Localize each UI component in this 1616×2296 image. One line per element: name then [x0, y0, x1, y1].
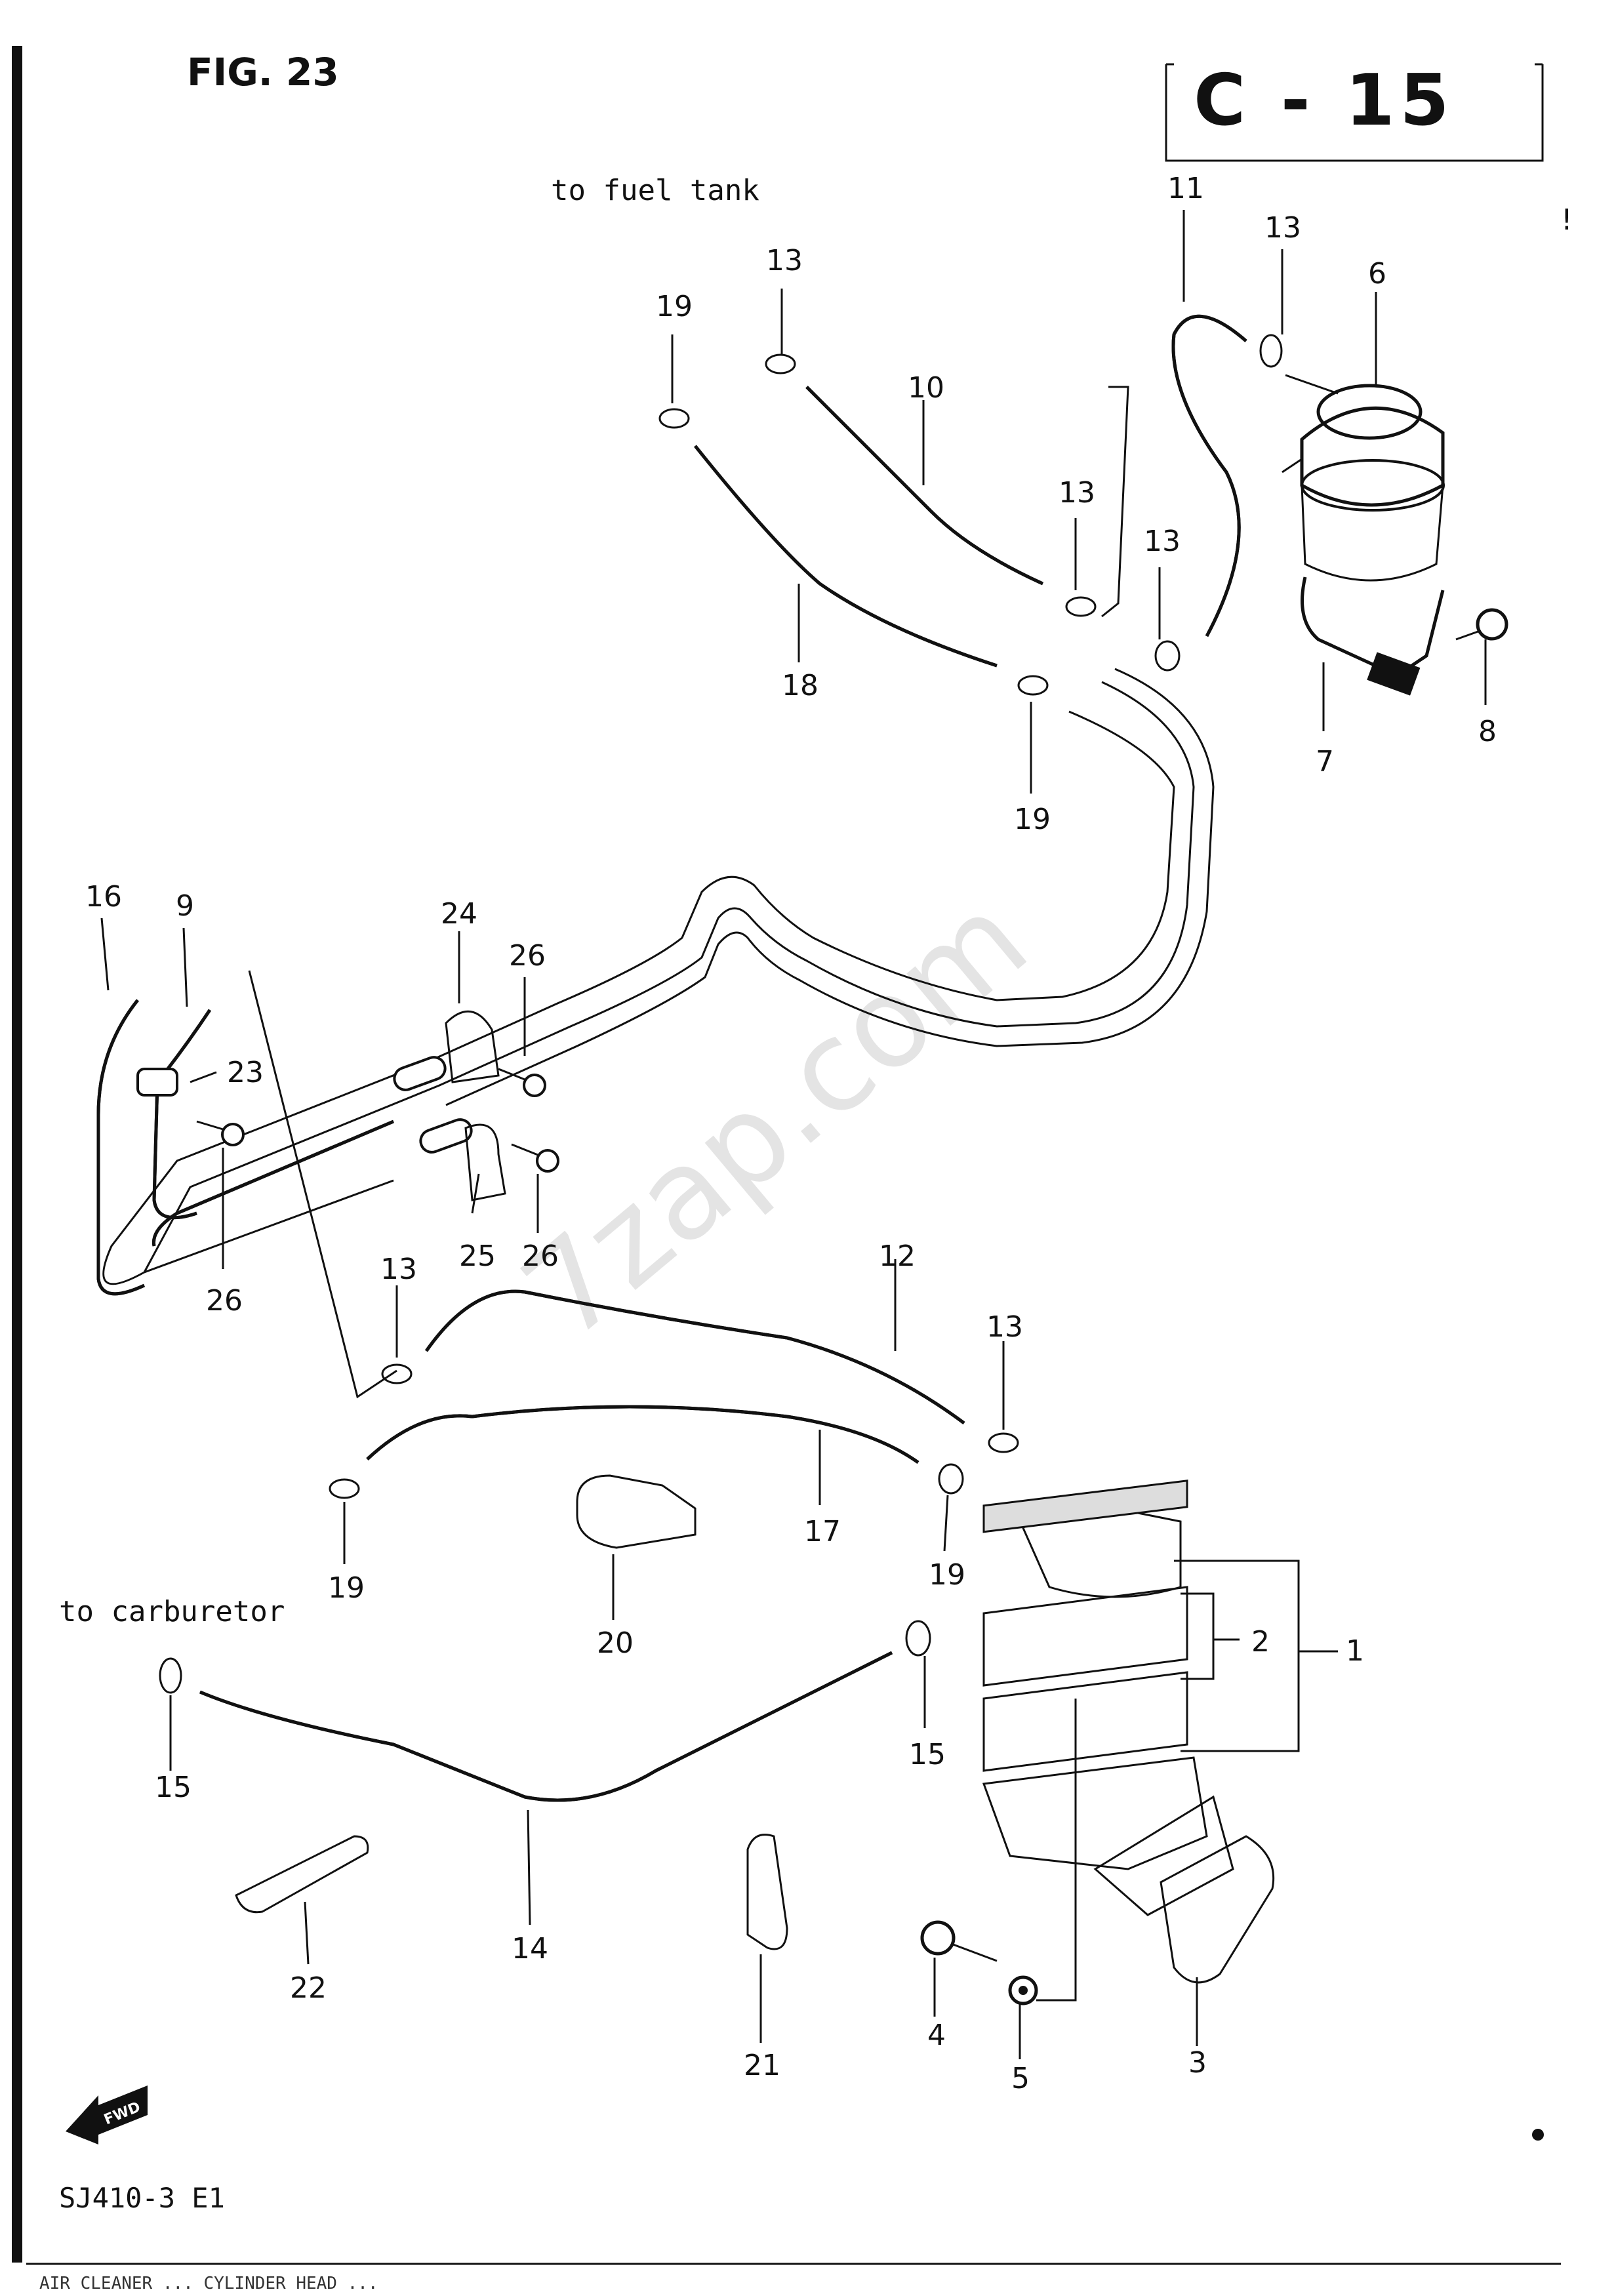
bolt-26-a — [498, 1068, 546, 1097]
callout-15-a: 15 — [155, 1771, 192, 1804]
pump-gasket-3 — [1160, 1835, 1275, 1984]
clamp-15-a — [159, 1657, 182, 1694]
callout-13-a: 13 — [766, 244, 803, 277]
callout-26-a: 26 — [206, 1284, 243, 1318]
callout-9: 9 — [176, 889, 194, 923]
model-code: SJ410-3 E1 — [59, 2182, 225, 2214]
callout-1: 1 — [1346, 1634, 1364, 1668]
callout-19-d: 19 — [929, 1558, 965, 1592]
bottom-dot — [1532, 2129, 1544, 2141]
callout-16: 16 — [85, 880, 122, 914]
callout-13-f: 13 — [986, 1310, 1023, 1344]
callout-22: 22 — [290, 1971, 327, 2005]
callout-20: 20 — [597, 1626, 634, 1660]
clip-20 — [576, 1474, 697, 1549]
clamp-13-e — [381, 1363, 413, 1384]
hose-16 — [96, 999, 146, 1296]
clamp-15-b — [905, 1620, 931, 1657]
figure-label: FIG. 23 — [187, 50, 339, 94]
clip-21 — [746, 1834, 788, 1950]
callout-18: 18 — [782, 669, 818, 702]
callout-26-c: 26 — [522, 1239, 559, 1273]
section-code-box: C - 15 — [1165, 60, 1544, 162]
pipe-clamp-25 — [464, 1123, 506, 1201]
callout-25: 25 — [459, 1239, 496, 1273]
callout-2: 2 — [1251, 1625, 1270, 1659]
callout-19-c: 19 — [328, 1571, 365, 1605]
hose-18 — [694, 445, 998, 668]
note-to-carburetor: to carburetor — [59, 1595, 285, 1628]
note-to-fuel-tank: to fuel tank — [551, 174, 759, 207]
hose-10 — [805, 386, 1044, 586]
clamp-13-a — [765, 353, 796, 374]
forward-arrow-icon: FWD — [66, 2085, 148, 2145]
leader-lines — [100, 210, 1487, 2059]
callout-5: 5 — [1011, 2062, 1030, 2095]
pipe-clamp-24 — [445, 1010, 500, 1083]
callout-26-b: 26 — [509, 939, 546, 973]
bottom-strip-text: AIR CLEANER ... CYLINDER HEAD ... — [39, 2274, 378, 2293]
callouts: 1 2 3 4 5 6 7 8 9 10 11 12 13 13 13 13 1… — [85, 172, 1497, 2095]
clamp-13-d — [1154, 640, 1181, 672]
callout-24: 24 — [441, 897, 477, 931]
callout-17: 17 — [804, 1515, 841, 1548]
clamp-19-b — [1017, 675, 1049, 696]
clip-23 — [136, 1068, 178, 1097]
callout-4: 4 — [927, 2019, 946, 2052]
fuel-pump — [982, 1480, 1234, 1916]
callout-13-e: 13 — [380, 1253, 417, 1286]
bolt-26-c — [196, 1120, 245, 1146]
callout-6: 6 — [1368, 257, 1386, 291]
hose-14 — [199, 1651, 893, 1802]
pump-bolt-4 — [920, 1920, 998, 1962]
clamp-13-f — [988, 1432, 1019, 1453]
clamp-13-b — [1259, 334, 1283, 368]
hose-12 — [424, 1289, 965, 1425]
washer-5 — [1008, 1975, 1038, 2005]
section-code: C - 15 — [1194, 60, 1455, 142]
fuel-pipe-assembly — [102, 668, 1215, 1285]
left-binding-edge — [12, 46, 22, 2263]
bracket-bolt — [1455, 608, 1508, 641]
hose-11 — [1171, 314, 1247, 637]
callout-23: 23 — [227, 1056, 264, 1089]
callout-7: 7 — [1316, 745, 1334, 778]
hose-stub-a — [393, 1056, 447, 1091]
callout-13-d: 13 — [1144, 525, 1181, 558]
callout-13-b: 13 — [1264, 211, 1301, 245]
callout-8: 8 — [1478, 715, 1497, 748]
callout-21: 21 — [744, 2049, 780, 2082]
filter-bracket — [1301, 576, 1445, 696]
callout-11: 11 — [1167, 172, 1204, 205]
callout-15-b: 15 — [909, 1738, 946, 1771]
bolt-26-b — [511, 1143, 559, 1173]
callout-3: 3 — [1188, 2046, 1207, 2080]
margin-mark: ! — [1561, 203, 1573, 237]
clamp-19-d — [938, 1463, 964, 1495]
callout-13-c: 13 — [1059, 476, 1095, 510]
callout-19-b: 19 — [1014, 803, 1051, 836]
callout-14: 14 — [512, 1932, 548, 1965]
hose-9 — [152, 1009, 212, 1220]
fuel-filter — [1282, 374, 1445, 582]
callout-12: 12 — [879, 1239, 916, 1273]
clamp-19-a — [658, 408, 690, 429]
callout-10: 10 — [908, 371, 944, 405]
callout-19-a: 19 — [656, 290, 693, 323]
clip-22 — [235, 1835, 369, 1914]
clamp-19-c — [329, 1478, 360, 1499]
clamp-13-c — [1065, 596, 1097, 617]
